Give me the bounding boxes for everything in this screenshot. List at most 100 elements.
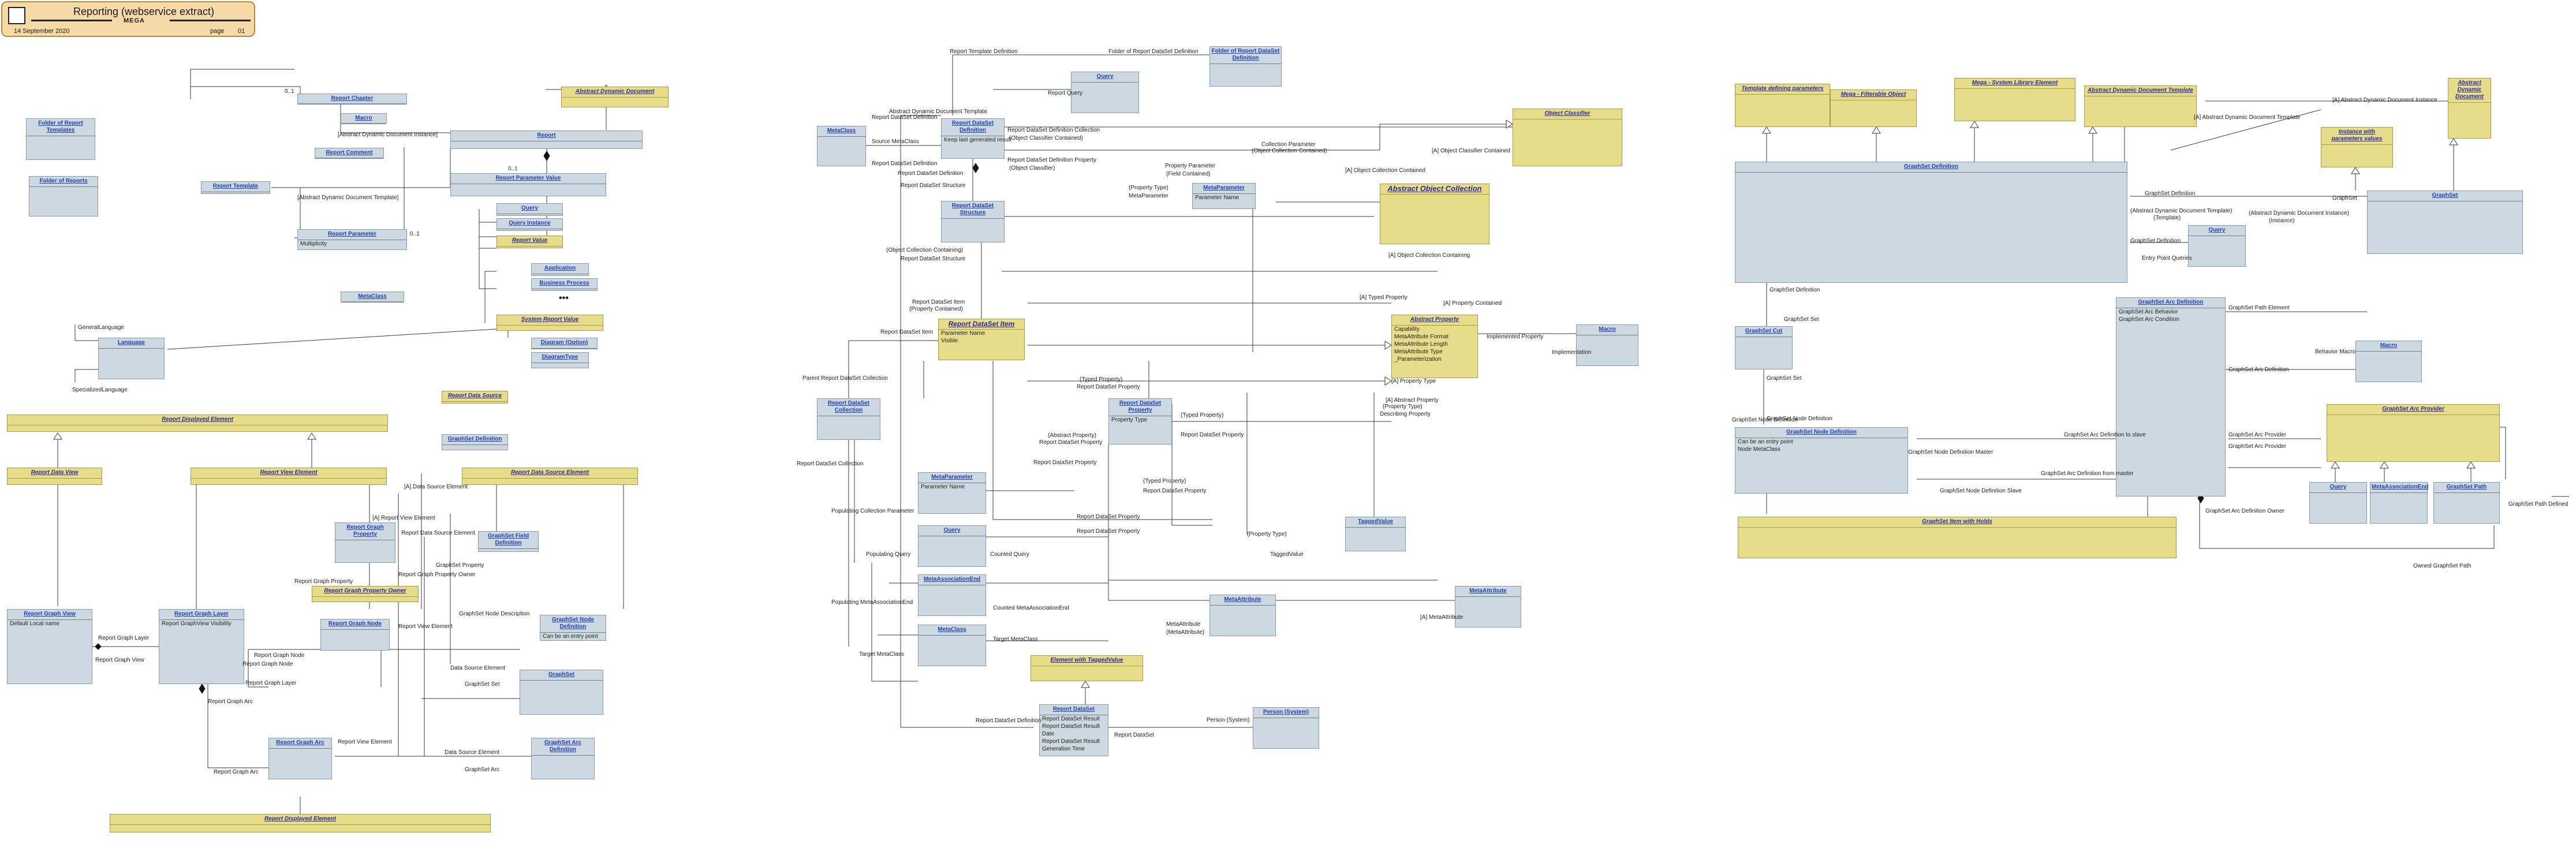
class-attribute: Multiplicity <box>300 241 327 247</box>
class-system-report-value[interactable]: System Report Value <box>496 315 603 331</box>
class-query[interactable]: Query <box>918 525 986 567</box>
role-label: (Abstract Dynamic Document Template) <box>2130 208 2232 214</box>
class-abstract-dynamic-document[interactable]: Abstract Dynamic Document <box>561 87 669 107</box>
class-graphset-cut[interactable]: GraphSet Cut <box>1735 326 1793 369</box>
class-application[interactable]: Application <box>531 263 589 276</box>
class-report-graph-arc[interactable]: Report Graph Arc <box>268 738 332 779</box>
generalization-arrowhead <box>1081 681 1090 688</box>
class-report-value[interactable]: Report Value <box>496 236 563 248</box>
class-graphset-item-with-holds[interactable]: GraphSet Item with Holds <box>1738 517 2176 558</box>
class-object-classifier[interactable]: Object Classifier <box>1513 109 1622 166</box>
class-report-displayed-element[interactable]: Report Displayed Element <box>7 414 388 432</box>
class-report-parameter-value[interactable]: Report Parameter Value <box>450 173 606 196</box>
class-abstract-dynamic-document[interactable]: Abstract Dynamic Document <box>2448 78 2491 139</box>
class-mega-system-library-element[interactable]: Mega - System Library Element <box>1954 78 2075 121</box>
class-report-data-source-element[interactable]: Report Data Source Element <box>462 468 638 485</box>
role-label: (Object Classifier Contained) <box>1009 135 1083 141</box>
role-label: [A] Abstract Dynamic Document Template <box>2194 114 2301 121</box>
role-label: (Abstract Dynamic Document Instance) <box>2249 210 2349 216</box>
class-macro[interactable]: Macro <box>1576 324 1638 366</box>
class-macro[interactable]: Macro <box>341 113 387 124</box>
class-element-with-taggedvalue[interactable]: Element with TaggedValue <box>1031 655 1143 681</box>
class-business-process[interactable]: Business Process <box>531 278 598 291</box>
class-graphset-field-definition[interactable]: GraphSet Field Definition <box>478 531 539 552</box>
class-metaattribute[interactable]: MetaAttribute <box>1209 595 1276 636</box>
class-report-data-view[interactable]: Report Data View <box>7 468 102 485</box>
class-abstract-dynamic-document-template[interactable]: Abstract Dynamic Document Template <box>2084 85 2197 127</box>
class-graphset-path[interactable]: GraphSet Path <box>2433 482 2500 524</box>
class-report-template[interactable]: Report Template <box>201 181 270 194</box>
class-report[interactable]: Report <box>450 130 643 149</box>
class-query-instance[interactable]: Query Instance <box>496 218 563 231</box>
class-name: GraphSet Node Definition <box>540 615 606 633</box>
class-name: Report DataSet Property <box>1109 399 1171 416</box>
class-instance-with-parameters-values[interactable]: Instance with parameters values <box>2321 127 2393 167</box>
class-metaassociationend[interactable]: MetaAssociationEnd <box>2370 482 2428 524</box>
class-person-system[interactable]: Person (System) <box>1253 707 1319 749</box>
class-report-dataset-collection[interactable]: Report DataSet Collection <box>817 398 880 440</box>
class-folder-of-report-dataset-definition[interactable]: Folder of Report DataSet Definition <box>1209 46 1282 87</box>
class-abstract-object-collection[interactable]: Abstract Object Collection <box>1380 184 1489 244</box>
class-template-defining-parameters[interactable]: Template defining parameters <box>1735 84 1830 127</box>
class-query[interactable]: Query <box>496 203 563 216</box>
role-label: Report View Element <box>398 623 453 630</box>
class-report-dataset-structure[interactable]: Report DataSet Structure <box>941 201 1005 242</box>
class-folder-of-report-templates[interactable]: Folder of Report Templates <box>26 118 95 160</box>
class-graphset[interactable]: GraphSet <box>520 670 603 715</box>
class-report-graph-node[interactable]: Report Graph Node <box>320 619 390 651</box>
role-label: Report Template Definition <box>950 48 1018 55</box>
class-name: Abstract Dynamic Document <box>562 87 668 98</box>
class-graphset-definition[interactable]: GraphSet Definition <box>1735 162 2127 283</box>
class-metaclass[interactable]: MetaClass <box>817 126 866 166</box>
class-report-data-source[interactable]: Report Data Source <box>442 391 508 404</box>
class-metaattribute[interactable]: MetaAttribute <box>1455 586 1521 628</box>
class-name: Application <box>532 264 588 274</box>
class-report-comment[interactable]: Report Comment <box>315 148 384 159</box>
class-taggedvalue[interactable]: TaggedValue <box>1345 517 1406 551</box>
role-label: (Template) <box>2153 215 2181 221</box>
class-query[interactable]: Query <box>1071 72 1139 113</box>
class-report-graph-property[interactable]: Report Graph Property <box>335 522 395 563</box>
connector <box>2199 496 2495 549</box>
class-metaclass[interactable]: MetaClass <box>918 625 986 666</box>
document-date: 14 September 2020 <box>14 28 70 35</box>
generalization-arrowhead <box>2449 138 2458 145</box>
class-graphset-arc-provider[interactable]: GraphSet Arc Provider <box>2327 404 2500 462</box>
class-name: MetaAssociationEnd <box>2370 483 2428 493</box>
class-query[interactable]: Query <box>2188 225 2246 267</box>
class-folder-of-reports[interactable]: Folder of Reports <box>29 176 98 216</box>
class-macro[interactable]: Macro <box>2355 341 2422 382</box>
class-mega-filterable-object[interactable]: Mega - Filterable Object <box>1830 89 1917 127</box>
class-graphset[interactable]: GraphSet <box>2367 191 2523 254</box>
class-report-displayed-element[interactable]: Report Displayed Element <box>110 814 491 832</box>
role-label: Entry Point Queries <box>2142 255 2192 262</box>
class-metaclass[interactable]: MetaClass <box>341 292 404 303</box>
class-graphset-arc-definition[interactable]: GraphSet Arc Definition <box>531 738 595 779</box>
connector <box>992 361 1212 520</box>
class-metaassociationend[interactable]: MetaAssociationEnd <box>918 574 986 616</box>
class-report-view-element[interactable]: Report View Element <box>191 468 387 485</box>
class-report-chapter[interactable]: Report Chapter <box>297 94 407 104</box>
role-label: (Typed Property) <box>1181 412 1224 419</box>
class-diagram-type[interactable]: DiagramType <box>531 352 589 368</box>
class-graphset-definition[interactable]: GraphSet Definition <box>442 434 508 450</box>
class-report-graph-property-owner[interactable]: Report Graph Property Owner <box>312 586 419 602</box>
class-query[interactable]: Query <box>2309 482 2367 524</box>
role-label: GraphSet Arc <box>465 767 500 773</box>
class-diagram-option[interactable]: Diagram (Option) <box>531 338 598 349</box>
class-language[interactable]: Language <box>98 338 165 379</box>
class-name: Report DataSet Structure <box>942 201 1004 219</box>
